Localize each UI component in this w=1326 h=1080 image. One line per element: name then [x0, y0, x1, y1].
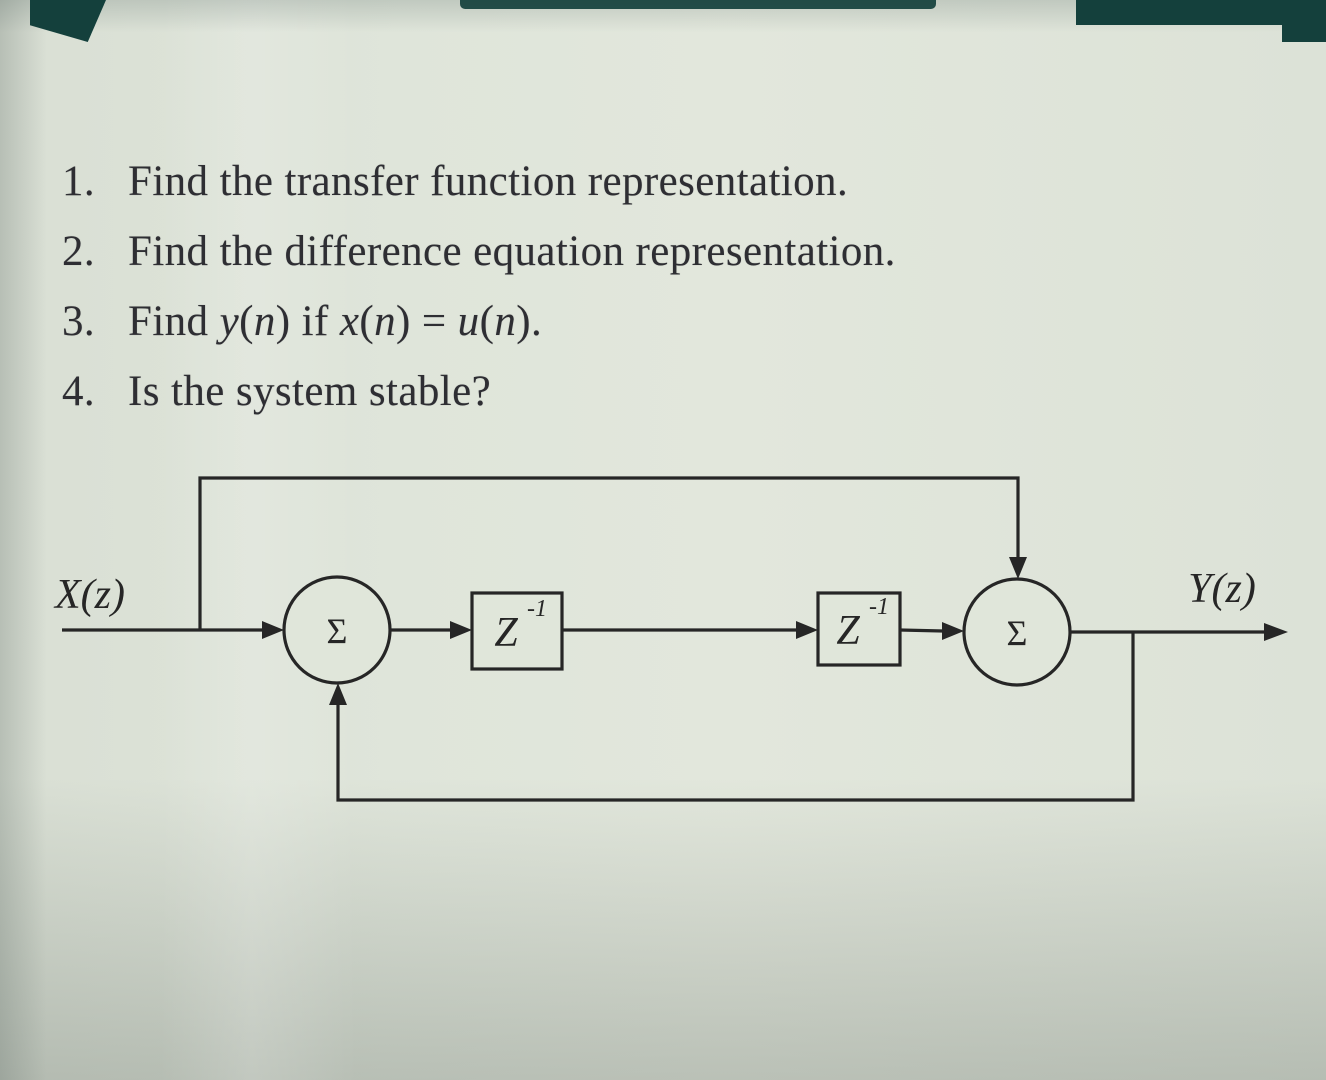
- delay1-to-delay2-arrow-icon: [796, 621, 818, 639]
- block-diagram-svg: X(z) Y(z) Σ Σ Z -1 Z -1: [53, 476, 1288, 802]
- delay-block-1: [470, 591, 564, 671]
- feedback-line: [336, 632, 1135, 802]
- math-variable: n: [494, 298, 517, 345]
- question-text-part: Find: [128, 298, 220, 345]
- question-text-part: ).: [516, 298, 543, 345]
- feedback-arrow-icon: [329, 683, 347, 705]
- delay2-to-summer2-line: [899, 628, 944, 633]
- delay-2-exponent: -1: [869, 594, 889, 620]
- input-arrow-icon: [262, 621, 284, 639]
- question-text-part: ) if: [275, 298, 340, 345]
- question-number: 4.: [62, 368, 96, 415]
- output-arrow-icon: [1264, 623, 1288, 641]
- question-text-part: ) =: [396, 298, 458, 345]
- block-diagram: X(z) Y(z) Σ Σ Z -1 Z -1: [0, 450, 1326, 850]
- question-row: 2. Find the difference equation represen…: [62, 230, 896, 273]
- math-variable: x: [339, 298, 360, 345]
- summer-2-label: Σ: [1007, 613, 1028, 653]
- photo-edge-artifact-top-right-corner: [1282, 0, 1326, 42]
- math-variable: y: [219, 298, 240, 345]
- question-row: 4. Is the system stable?: [62, 370, 896, 413]
- question-row: 3. Find y(n) if x(n) = u(n).: [62, 300, 896, 343]
- summing-junction-2: [962, 577, 1072, 687]
- summer-1-label: Σ: [327, 611, 348, 651]
- question-text: Is the system stable?: [128, 368, 492, 415]
- question-number: 3.: [62, 298, 96, 345]
- summer1-to-delay1-arrow-icon: [450, 621, 472, 639]
- question-row: 1. Find the transfer function representa…: [62, 160, 896, 203]
- output-label: Y(z): [1188, 566, 1256, 612]
- question-text-part: (: [239, 298, 254, 345]
- photo-edge-artifact-top-middle: [460, 0, 936, 9]
- questions-list: 1. Find the transfer function representa…: [62, 160, 896, 440]
- question-number: 1.: [62, 158, 96, 205]
- photo-edge-artifact-top-left: [30, 0, 106, 42]
- delay-2-label: Z: [836, 608, 860, 654]
- delay-1-label: Z: [494, 610, 518, 656]
- question-text-part: (: [479, 298, 495, 345]
- question-text: Find y(n) if x(n) = u(n).: [128, 300, 542, 343]
- feedforward-line: [198, 476, 1020, 630]
- question-number: 2.: [62, 228, 96, 275]
- math-variable: n: [253, 298, 276, 345]
- input-label: X(z): [53, 572, 125, 618]
- delay-block-2: [816, 591, 902, 667]
- math-variable: u: [457, 298, 480, 345]
- delay-1-exponent: -1: [527, 596, 547, 622]
- question-text: Find the difference equation representat…: [128, 228, 896, 275]
- math-variable: n: [374, 298, 396, 345]
- feedforward-arrow-icon: [1009, 557, 1027, 579]
- question-text-part: (: [359, 298, 375, 345]
- delay2-to-summer2-arrow-icon: [942, 622, 964, 640]
- question-text: Find the transfer function representatio…: [128, 158, 849, 205]
